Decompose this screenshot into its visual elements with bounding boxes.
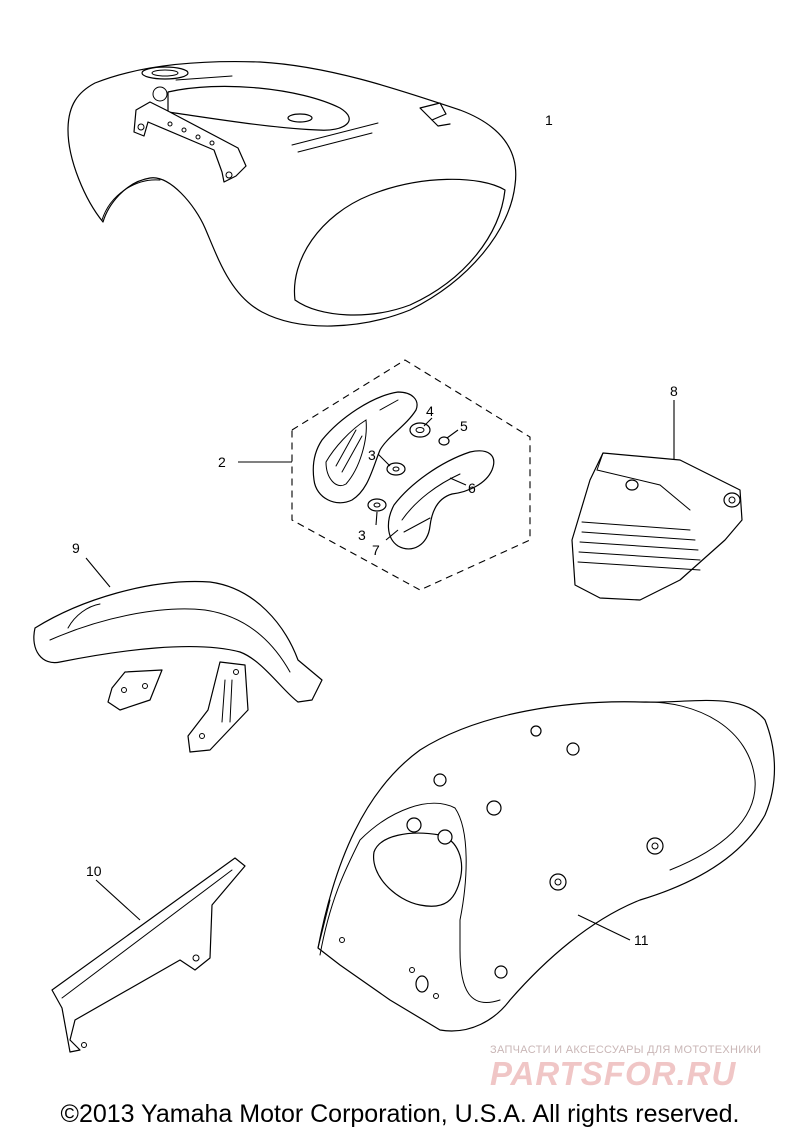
bracket-kit-assembly <box>238 359 531 591</box>
watermark-tagline: ЗАПЧАСТИ И АКСЕССУАРЫ ДЛЯ МОТОТЕХНИКИ <box>490 1044 761 1056</box>
callout-2: 2 <box>218 454 226 470</box>
chain-guard-part-10 <box>51 857 246 1053</box>
copyright-notice: ©2013 Yamaha Motor Corporation, U.S.A. A… <box>60 1100 740 1128</box>
fuel-tank-part <box>67 60 517 327</box>
watermark-logo: PARTSFOR.RU <box>490 1055 736 1092</box>
callout-10: 10 <box>86 863 102 879</box>
callout-5: 5 <box>460 418 468 434</box>
callout-4: 4 <box>426 403 434 419</box>
callout-8: 8 <box>670 383 678 399</box>
callout-3-upper: 3 <box>368 447 376 463</box>
part-number-callouts: 1 2 3 3 4 5 6 7 8 9 10 11 <box>72 112 678 948</box>
front-fender-part-9 <box>33 557 323 753</box>
callout-9: 9 <box>72 540 80 556</box>
cover-part-8 <box>571 400 743 601</box>
callout-1: 1 <box>545 112 553 128</box>
callout-3-lower: 3 <box>358 527 366 543</box>
callout-7: 7 <box>372 542 380 558</box>
rear-fender-part-11 <box>317 699 776 1032</box>
callout-6: 6 <box>468 480 476 496</box>
callout-11: 11 <box>634 932 649 948</box>
watermark: ЗАПЧАСТИ И АКСЕССУАРЫ ДЛЯ МОТОТЕХНИКИ PA… <box>490 1044 761 1092</box>
